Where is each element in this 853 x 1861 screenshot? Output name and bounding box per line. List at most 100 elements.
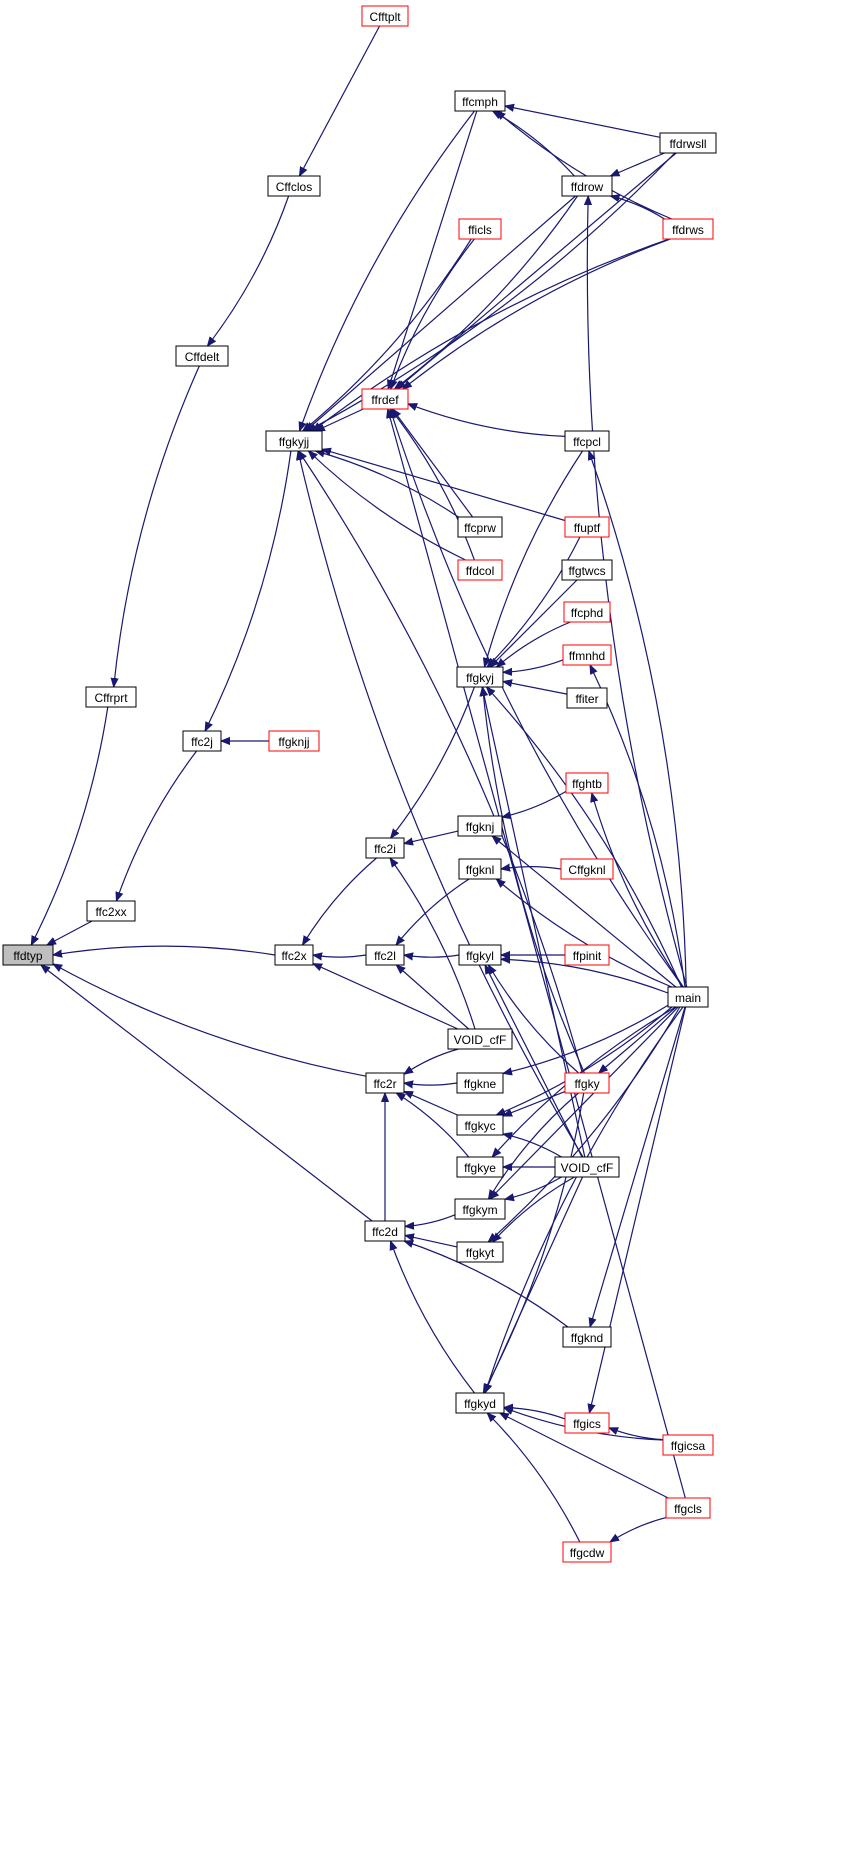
node-ffmnhd[interactable]: ffmnhd [562,644,612,666]
edge-VOID_cfF_1-to-ffc2l [396,965,470,1030]
edge-ffgtwcs-to-ffgkyj [490,579,578,667]
node-ffcmph[interactable]: ffcmph [454,90,506,112]
edge-main-to-ffgkym [490,1006,679,1199]
edge-ffc2xx-to-ffdtyp [47,920,93,945]
node-VOID_cfF_1[interactable]: VOID_cfF [447,1028,513,1050]
edge-Cffdelt-to-Cffrprt [114,365,200,687]
node-ffcphd[interactable]: ffcphd [563,601,611,623]
node-ffgkye[interactable]: ffgkye [456,1156,504,1178]
edge-ffgkye-to-ffc2r [396,1093,470,1158]
node-label-ffc2l: ffc2l [374,949,396,963]
node-ffgknl[interactable]: ffgknl [458,858,502,880]
edge-ffdrws-to-ffdrow [611,196,665,220]
edge-ffgkyd-to-ffc2d [391,1241,475,1394]
node-box-ffiter [566,687,608,709]
node-label-ffgky: ffgky [574,1077,599,1091]
node-Cffgknl[interactable]: Cffgknl [560,858,614,880]
node-box-ffgknd [562,1326,612,1348]
node-main[interactable]: main [667,986,709,1008]
node-ffgknd[interactable]: ffgknd [562,1326,612,1348]
node-box-ffmnhd [562,644,612,666]
node-Cffrprt[interactable]: Cffrprt [85,686,137,708]
node-label-ffghtb: ffghtb [572,777,602,791]
node-ffdcol[interactable]: ffdcol [457,559,503,581]
node-label-ffgkyjj: ffgkyjj [279,435,309,449]
node-label-fficls: fficls [468,223,492,237]
node-box-ffgkyl [458,944,502,966]
node-ffgicsa[interactable]: ffgicsa [662,1434,714,1456]
node-VOID_cfF_2[interactable]: VOID_cfF [554,1156,620,1178]
edge-ffdrow-to-ffcmph [493,111,575,177]
node-ffc2x[interactable]: ffc2x [274,944,314,966]
node-ffuptf[interactable]: ffuptf [564,516,610,538]
edge-VOID_cfF_2-to-ffgkyjj [298,451,584,1158]
node-ffgcls[interactable]: ffgcls [665,1497,711,1519]
node-ffgkym[interactable]: ffgkym [454,1198,506,1220]
node-label-ffuptf: ffuptf [574,521,601,535]
edge-ffgky-to-ffgkyl [488,965,579,1074]
node-ffiter[interactable]: ffiter [566,687,608,709]
node-ffgkyl[interactable]: ffgkyl [458,944,502,966]
node-label-ffgkne: ffgkne [464,1077,497,1091]
node-label-ffc2x: ffc2x [281,949,306,963]
node-box-ffdrws [662,218,714,240]
node-Cffclos[interactable]: Cffclos [267,175,321,197]
node-fficls[interactable]: fficls [458,218,502,240]
node-label-ffgkye: ffgkye [464,1161,496,1175]
node-box-ffgkym [454,1198,506,1220]
edge-ffcphd-to-ffgkyj [497,621,571,667]
node-box-ffrdef [361,388,409,410]
edge-main-to-ffgkne [503,1004,669,1073]
node-label-ffgicsa: ffgicsa [671,1439,706,1453]
node-ffgkne[interactable]: ffgkne [456,1072,504,1094]
node-label-ffpinit: ffpinit [573,949,602,963]
node-label-ffdtyp: ffdtyp [13,949,42,963]
node-ffcprw[interactable]: ffcprw [457,516,503,538]
node-ffgkyc[interactable]: ffgkyc [456,1114,504,1136]
node-ffc2xx[interactable]: ffc2xx [86,900,136,922]
node-label-ffgkym: ffgkym [462,1203,497,1217]
node-ffgkyjj[interactable]: ffgkyjj [265,430,323,452]
node-box-Cfftplt [361,5,409,27]
node-ffgknjj[interactable]: ffgknjj [268,730,320,752]
node-ffgcdw[interactable]: ffgcdw [562,1541,612,1563]
node-ffgkyd[interactable]: ffgkyd [455,1392,505,1414]
node-label-Cffclos: Cffclos [276,180,312,194]
edge-main-to-ffgknl [496,879,673,988]
node-ffdrow[interactable]: ffdrow [561,175,613,197]
edge-ffgky-to-ffgkyc [503,1091,566,1117]
node-ffc2l[interactable]: ffc2l [365,944,405,966]
node-label-Cfftplt: Cfftplt [369,10,401,24]
node-ffrdef[interactable]: ffrdef [361,388,409,410]
edge-ffgkyj-to-ffc2i [391,686,475,838]
node-ffdtyp[interactable]: ffdtyp [2,944,54,966]
node-label-main: main [675,991,701,1005]
node-ffgtwcs[interactable]: ffgtwcs [561,559,613,581]
edge-ffc2l-to-ffc2x [313,955,367,957]
edge-ffdrws-to-ffgkyjj [313,238,670,431]
node-ffcpcl[interactable]: ffcpcl [564,430,610,452]
node-label-ffgknjj: ffgknjj [278,735,309,749]
edge-ffdcol-to-ffgkyjj [308,451,466,561]
node-Cffdelt[interactable]: Cffdelt [175,345,229,367]
node-ffghtb[interactable]: ffghtb [565,772,609,794]
node-ffc2j[interactable]: ffc2j [182,730,222,752]
node-ffc2i[interactable]: ffc2i [365,837,405,859]
node-ffdrwsll[interactable]: ffdrwsll [659,132,717,154]
node-box-ffgics [564,1412,610,1434]
node-label-ffgknl: ffgknl [466,863,494,877]
node-box-ffgkyd [455,1392,505,1414]
node-ffc2d[interactable]: ffc2d [364,1220,406,1242]
node-Cfftplt[interactable]: Cfftplt [361,5,409,27]
edge-main-to-ffgkyl [501,959,669,994]
node-ffgky[interactable]: ffgky [564,1072,610,1094]
node-ffc2r[interactable]: ffc2r [365,1072,405,1094]
node-ffgkyt[interactable]: ffgkyt [456,1241,504,1263]
node-ffgics[interactable]: ffgics [564,1412,610,1434]
node-ffdrws[interactable]: ffdrws [662,218,714,240]
node-ffgkyj[interactable]: ffgkyj [456,666,504,688]
node-ffpinit[interactable]: ffpinit [564,944,610,966]
node-box-ffdrow [561,175,613,197]
node-ffgknj[interactable]: ffgknj [457,815,503,837]
